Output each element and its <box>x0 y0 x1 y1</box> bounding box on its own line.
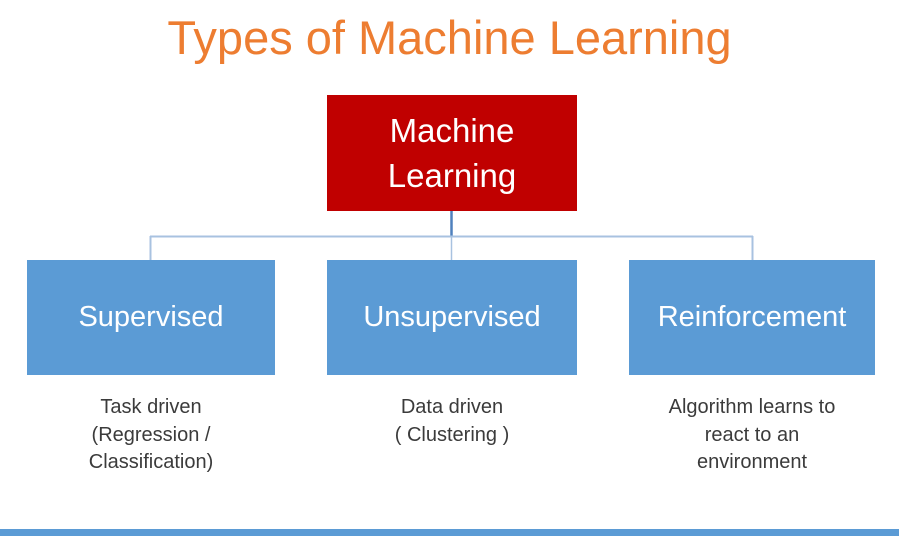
description-line: environment <box>696 451 808 473</box>
description-line: react to an <box>704 423 800 446</box>
description-line: ( Clustering ) <box>394 423 510 446</box>
branch-node-unsupervised: Unsupervised <box>327 260 577 375</box>
branch-node-label: Unsupervised <box>363 301 541 333</box>
root-node-label: Machine Learning <box>387 112 517 194</box>
branch-node-reinforcement: Reinforcement <box>629 260 875 375</box>
branch-node-label: Reinforcement <box>657 301 847 333</box>
description-line: Data driven <box>400 396 504 418</box>
description-unsupervised: Data driven ( Clustering ) <box>327 394 577 449</box>
footer-accent-bar <box>0 529 899 536</box>
root-node-machine-learning: Machine Learning <box>327 95 577 211</box>
page-title: Types of Machine Learning <box>167 11 732 64</box>
description-line: Classification) <box>88 451 214 473</box>
description-line: (Regression / <box>91 423 211 446</box>
description-reinforcement: Algorithm learns to react to an environm… <box>629 394 875 477</box>
branch-node-supervised: Supervised <box>27 260 275 375</box>
branch-node-label: Supervised <box>78 301 224 333</box>
description-supervised: Task driven (Regression / Classification… <box>27 394 275 477</box>
description-line: Algorithm learns to <box>668 396 836 418</box>
description-line: Task driven <box>100 396 202 418</box>
